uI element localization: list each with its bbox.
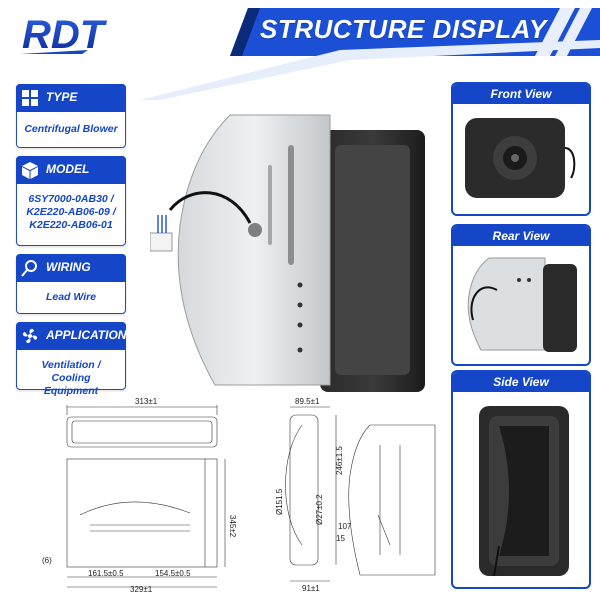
card-application-title: APPLICATION: [46, 328, 127, 342]
side-view-image: [479, 406, 569, 577]
dim-side-top: 89.5±1: [295, 397, 320, 406]
card-type-title: TYPE: [46, 90, 78, 104]
view-front: Front View: [451, 82, 591, 216]
rear-view-image: [467, 257, 577, 352]
technical-drawings: 313±1 345±2 161.5±0.5 154.5±0.5 329±1 (6…: [42, 397, 436, 594]
card-wiring-body: Lead Wire: [21, 291, 121, 304]
card-type-line: Centrifugal Blower: [24, 123, 118, 135]
blower-product-image: [150, 114, 425, 392]
card-type-body: Centrifugal Blower: [21, 123, 121, 136]
dim-left-span: 161.5±0.5: [88, 569, 124, 578]
logo-text: RDT: [22, 13, 108, 57]
decorative-streak: [140, 40, 600, 100]
dim-side-dia2: Ø27±0.2: [315, 494, 324, 525]
view-front-header: Front View: [453, 84, 589, 104]
card-application: APPLICATION Ventilation / Cooling Equipm…: [16, 322, 126, 397]
view-front-title: Front View: [490, 87, 552, 101]
dim-width-top: 313±1: [135, 397, 158, 406]
card-model-title: MODEL: [46, 162, 90, 176]
dim-side-dia1: Ø151.5: [275, 488, 284, 515]
card-wiring-line: Lead Wire: [45, 291, 97, 303]
card-wiring-title: WIRING: [46, 260, 91, 274]
card-type-header: TYPE: [16, 84, 126, 112]
card-model: MODEL 6SY7000-0AB30 / K2E220-AB06-09 / K…: [16, 156, 126, 246]
view-side-title: Side View: [493, 375, 549, 389]
dim-side-bottom: 91±1: [302, 584, 320, 593]
view-rear-title: Rear View: [492, 229, 550, 243]
view-rear: Rear View: [451, 224, 591, 366]
dim-height: 345±2: [228, 515, 237, 538]
card-wiring: WIRING Lead Wire: [16, 254, 126, 314]
card-model-header: MODEL: [16, 156, 126, 184]
dim-hole-note: (6): [42, 556, 52, 565]
dim-right-span: 154.5±0.5: [155, 569, 191, 578]
view-rear-header: Rear View: [453, 226, 589, 246]
card-model-line-1: 6SY7000-0AB30 /: [28, 193, 114, 205]
dim-side-height: 246±1.5: [335, 446, 344, 475]
card-application-header: APPLICATION: [16, 322, 126, 350]
banner-title: STRUCTURE DISPLAY: [260, 14, 547, 44]
fan-icon: [22, 328, 38, 344]
card-model-line-3: K2E220-AB06-01: [29, 219, 113, 231]
dim-side-107: 107: [338, 522, 352, 531]
wire-icon: [21, 260, 37, 277]
cube-icon: [22, 162, 38, 179]
grid-icon: [22, 90, 38, 106]
dim-side-15: 15: [336, 534, 345, 543]
card-model-line-2: K2E220-AB06-09 /: [26, 206, 116, 218]
view-side: Side View: [451, 370, 591, 589]
card-application-line-2: Equipment: [43, 385, 99, 397]
card-application-body: Ventilation / Cooling Equipment: [21, 359, 121, 398]
card-application-line-1: Ventilation / Cooling: [41, 359, 101, 384]
view-side-header: Side View: [453, 372, 589, 392]
header: RDT STRUCTURE DISPLAY: [0, 0, 600, 100]
card-model-body: 6SY7000-0AB30 / K2E220-AB06-09 / K2E220-…: [21, 193, 121, 232]
dim-bottom-total: 329±1: [130, 585, 153, 594]
card-wiring-header: WIRING: [16, 254, 126, 282]
card-type: TYPE Centrifugal Blower: [16, 84, 126, 148]
brand-logo: RDT: [20, 13, 108, 57]
front-view-image: [465, 118, 576, 198]
